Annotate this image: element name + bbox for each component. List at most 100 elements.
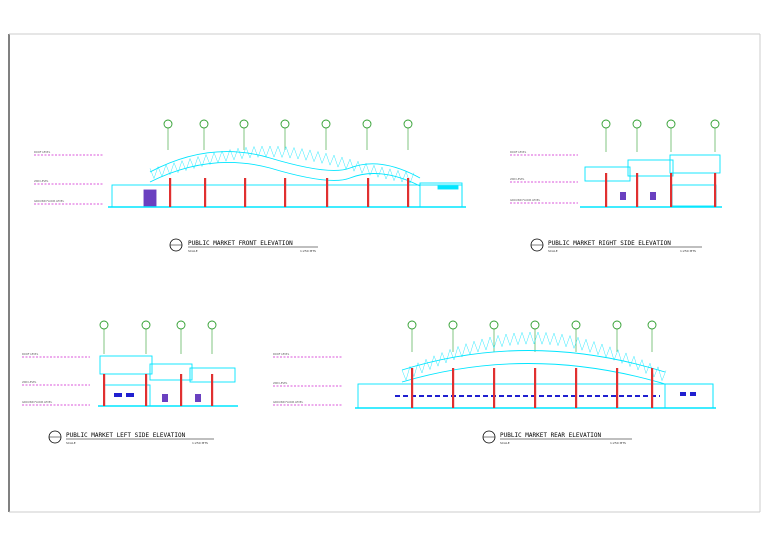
truss-member <box>365 163 371 176</box>
truss-member <box>177 160 183 173</box>
second-level-label: 2ND LEVEL <box>22 380 37 384</box>
scale-label: SCALE <box>66 441 76 445</box>
truss-member <box>545 332 551 345</box>
column <box>534 368 537 408</box>
truss-member <box>405 366 411 381</box>
windows <box>114 393 134 397</box>
truss-member <box>233 148 239 160</box>
column <box>211 374 214 406</box>
scale-value: 1:250 MTS <box>192 441 208 445</box>
window-b <box>126 393 134 397</box>
truss-member <box>405 171 411 184</box>
truss-member <box>189 158 195 169</box>
truss-member <box>509 332 515 346</box>
left-roof <box>99 355 153 375</box>
right-roof <box>669 154 721 174</box>
grid-bubble <box>407 320 417 330</box>
truss-member <box>569 335 575 349</box>
scale-value: 1:250 MTS <box>300 249 316 253</box>
column <box>169 178 172 207</box>
level-markers: ROOF LEVEL 2ND LEVEL GROUND FLOOR LEVEL <box>510 150 578 204</box>
truss-member <box>161 164 167 177</box>
truss-member <box>457 346 463 358</box>
truss-member <box>629 356 635 367</box>
truss-member <box>401 369 407 381</box>
lower-body <box>671 184 717 207</box>
truss-member <box>253 146 259 158</box>
truss-member <box>285 146 291 159</box>
window-a <box>114 393 122 397</box>
ground-level-label: GROUND FLOOR LEVEL <box>34 199 65 203</box>
annex-window-b <box>690 392 696 396</box>
level-markers: ROOF LEVEL 2ND LEVEL GROUND FLOOR LEVEL <box>273 352 343 406</box>
annex-window-a <box>680 392 686 396</box>
grid-bubble <box>176 320 186 330</box>
grid-bubble <box>601 119 611 129</box>
level-markers: ROOF LEVEL 2ND LEVEL GROUND FLOOR LEVEL <box>34 150 104 205</box>
truss-member <box>621 352 627 364</box>
truss-member <box>653 366 659 378</box>
roof-truss-pattern <box>149 145 415 184</box>
second-level-label: 2ND LEVEL <box>34 179 49 183</box>
column <box>651 368 654 408</box>
truss-member <box>349 159 355 172</box>
grid-bubble <box>239 119 249 129</box>
building-outline <box>580 154 722 208</box>
column <box>145 374 148 406</box>
columns <box>605 173 717 207</box>
truss-member <box>237 148 243 159</box>
truss-member <box>245 147 251 158</box>
left-wing-roof <box>584 166 631 182</box>
truss-member <box>469 341 475 355</box>
scale-label: SCALE <box>548 249 558 253</box>
truss-member <box>637 359 643 371</box>
truss-member <box>277 146 283 158</box>
truss-member <box>173 162 179 173</box>
truss-member <box>561 334 567 347</box>
grid-bubble <box>647 320 657 330</box>
column <box>244 178 247 207</box>
truss-member <box>325 153 331 166</box>
truss-member <box>501 333 507 347</box>
grid-bubble <box>99 320 109 330</box>
truss-member <box>437 352 443 367</box>
truss-member <box>333 155 339 168</box>
truss-member <box>537 331 543 345</box>
elevation-title: PUBLIC MARKET FRONT ELEVATION <box>188 240 293 247</box>
roof-curve-upper <box>149 151 421 179</box>
columns <box>169 178 410 207</box>
truss-member <box>493 335 499 349</box>
scale-value: 1:250 MTS <box>680 249 696 253</box>
grid-bubble <box>280 119 290 129</box>
columns <box>411 368 654 408</box>
title-block: PUBLIC MARKET LEFT SIDE ELEVATION SCALE … <box>48 430 214 445</box>
truss-member <box>641 359 647 374</box>
entrance-door <box>143 189 157 207</box>
ground-level-label: GROUND FLOOR LEVEL <box>273 400 304 404</box>
ground-level-label: GROUND FLOOR LEVEL <box>22 400 53 404</box>
title-block: PUBLIC MARKET RIGHT SIDE ELEVATION SCALE… <box>530 238 702 253</box>
column <box>180 374 183 406</box>
stalls <box>620 192 656 200</box>
truss-member <box>205 154 211 165</box>
ground-level-label: GROUND FLOOR LEVEL <box>510 198 541 202</box>
grid-bubble <box>612 320 622 330</box>
scale-label: SCALE <box>500 441 510 445</box>
stall-b <box>195 394 201 402</box>
truss-member <box>593 341 599 355</box>
truss-member <box>301 148 307 161</box>
stall-a <box>620 192 626 200</box>
column <box>367 178 370 207</box>
truss-member <box>157 166 163 177</box>
roof-level-label: ROOF LEVEL <box>273 352 290 356</box>
truss-member <box>377 167 383 178</box>
truss-member <box>581 339 587 351</box>
truss-member <box>401 171 407 183</box>
grid-bubbles <box>407 320 657 352</box>
grid-bubble <box>571 320 581 330</box>
left-side-elevation: ROOF LEVEL 2ND LEVEL GROUND FLOOR LEVEL … <box>22 320 238 445</box>
truss-member <box>149 168 155 179</box>
columns <box>103 374 214 406</box>
truss-member <box>397 170 403 183</box>
